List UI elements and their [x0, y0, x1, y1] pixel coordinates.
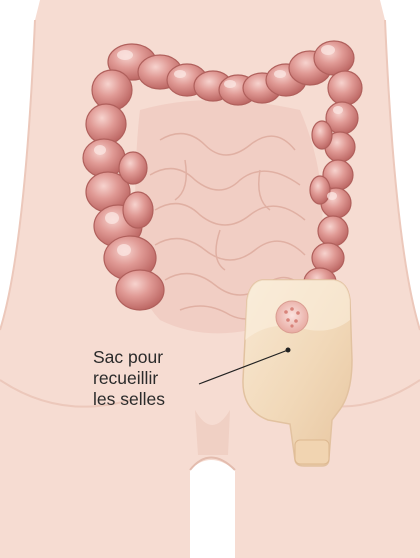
pouch-label: Sac pour recueillir les selles [93, 347, 213, 410]
pouch-label-line-2: recueillir [93, 368, 213, 389]
stoma-icon [276, 301, 308, 333]
leader-dot [286, 348, 291, 353]
pouch-label-line-3: les selles [93, 389, 213, 410]
pouch-label-line-1: Sac pour [93, 347, 213, 368]
